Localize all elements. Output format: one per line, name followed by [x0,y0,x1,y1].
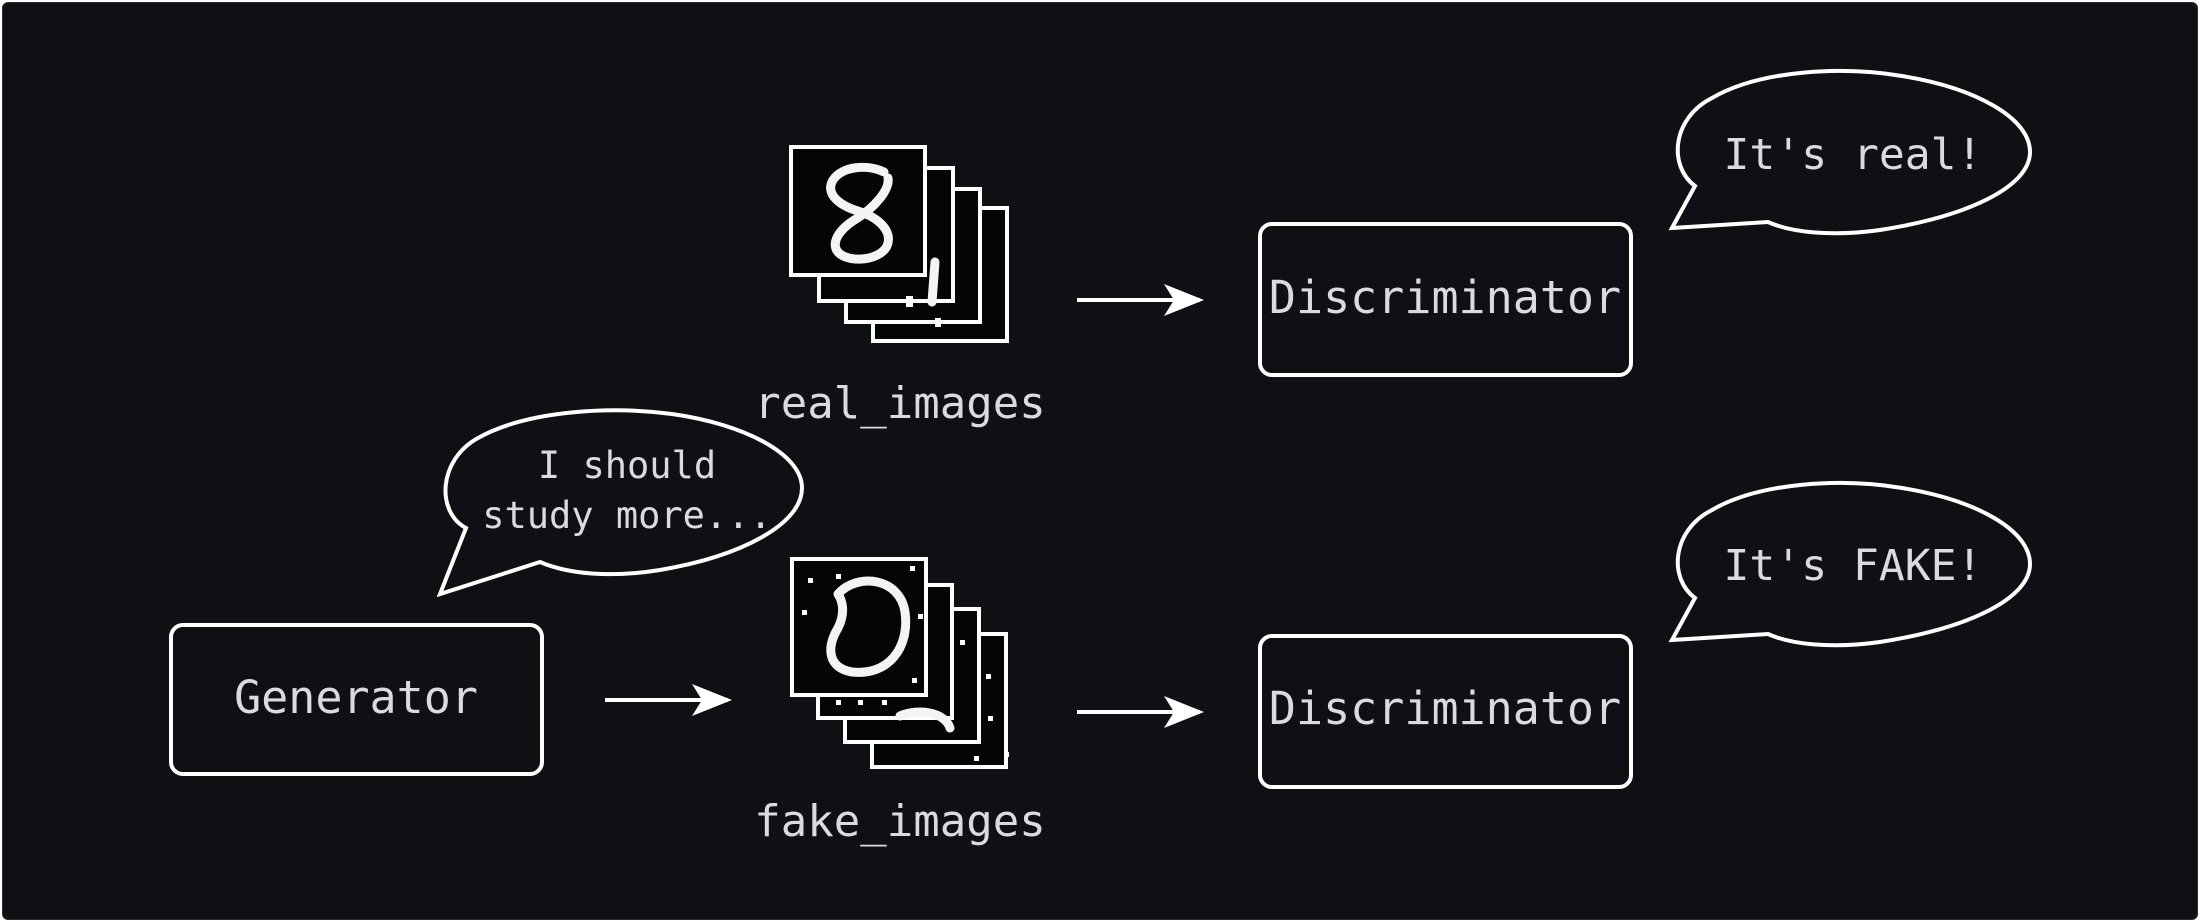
bubble-fake [1668,481,2033,648]
bubble-generator [436,408,805,598]
real-digit-peek-2 [906,296,913,307]
bubble-generator-text-line1: I should [538,444,716,487]
real-digit-eight [826,162,893,264]
fake-speck-11 [986,674,991,679]
bubble-real [1668,69,2033,236]
fake-speck-5 [918,614,923,619]
fake-digit-blob [826,576,911,677]
fake-speck-10 [960,640,965,645]
real-digit-peek-3 [935,318,941,327]
fake-speck-13 [1004,752,1009,757]
fake-speck-6 [912,678,917,683]
fake-speck-7 [836,700,841,705]
real-images-label: real_images [754,378,1045,429]
fake-speck-3 [910,566,915,571]
fake-digit-peek [895,707,955,733]
fake-speck-9 [882,700,887,705]
fake-speck-12 [988,716,993,721]
discriminator-bottom-label: Discriminator [1269,682,1621,735]
bubble-generator-text-line2: study more... [482,494,772,537]
fake-speck-2 [836,574,841,579]
real-digit-peek-1 [927,257,940,307]
fake-images-stack [790,557,1009,769]
fake-speck-1 [808,578,813,583]
fake-speck-4 [802,610,807,615]
real-images-stack [789,145,1009,343]
fake-speck-14 [974,756,979,761]
fake-speck-8 [858,700,863,705]
generator-box [169,623,544,776]
bubble-fake-text: It's FAKE! [1724,541,1983,591]
discriminator-top-label: Discriminator [1269,271,1621,324]
discriminator-bottom-box [1258,634,1633,789]
generator-label: Generator [234,671,478,724]
bubble-real-text: It's real! [1724,130,1983,180]
fake-images-label: fake_images [754,796,1045,847]
discriminator-top-box [1258,222,1633,377]
